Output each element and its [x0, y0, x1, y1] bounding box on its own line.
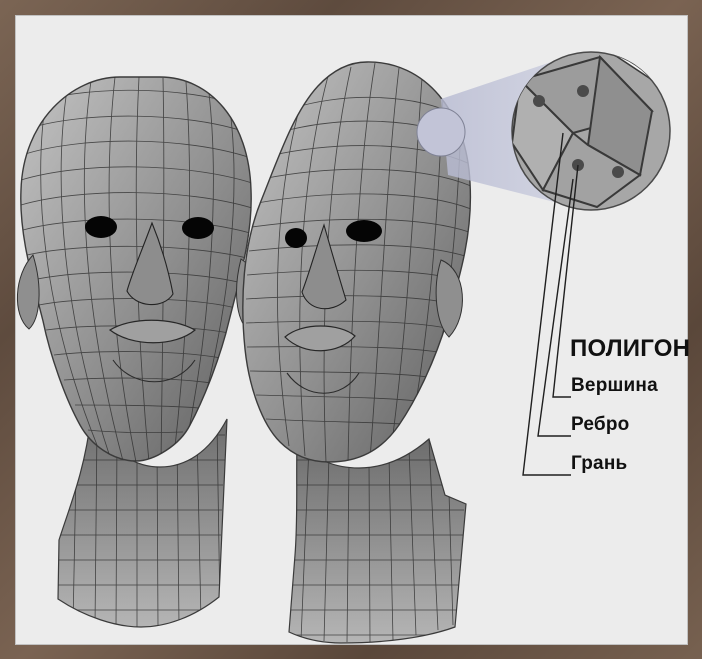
right-neck	[289, 439, 466, 643]
left-eye-left	[85, 216, 117, 238]
right-eye-right	[346, 220, 382, 242]
focus-region	[417, 108, 465, 156]
vertex-point-2	[577, 85, 589, 97]
left-eye-right	[182, 217, 214, 239]
face-label: Грань	[571, 453, 627, 475]
left-ear-left	[17, 255, 39, 329]
vertex-point-4	[612, 166, 624, 178]
polygon-mesh-diagram	[15, 15, 688, 645]
polygon-label: ПОЛИГОН	[570, 335, 690, 363]
diagram-panel: ПОЛИГОН Вершина Ребро Грань	[15, 15, 688, 645]
edge-label: Ребро	[571, 414, 629, 436]
vertex-point-1	[533, 95, 545, 107]
vertex-label: Вершина	[571, 375, 658, 397]
right-eye-left	[285, 228, 307, 248]
